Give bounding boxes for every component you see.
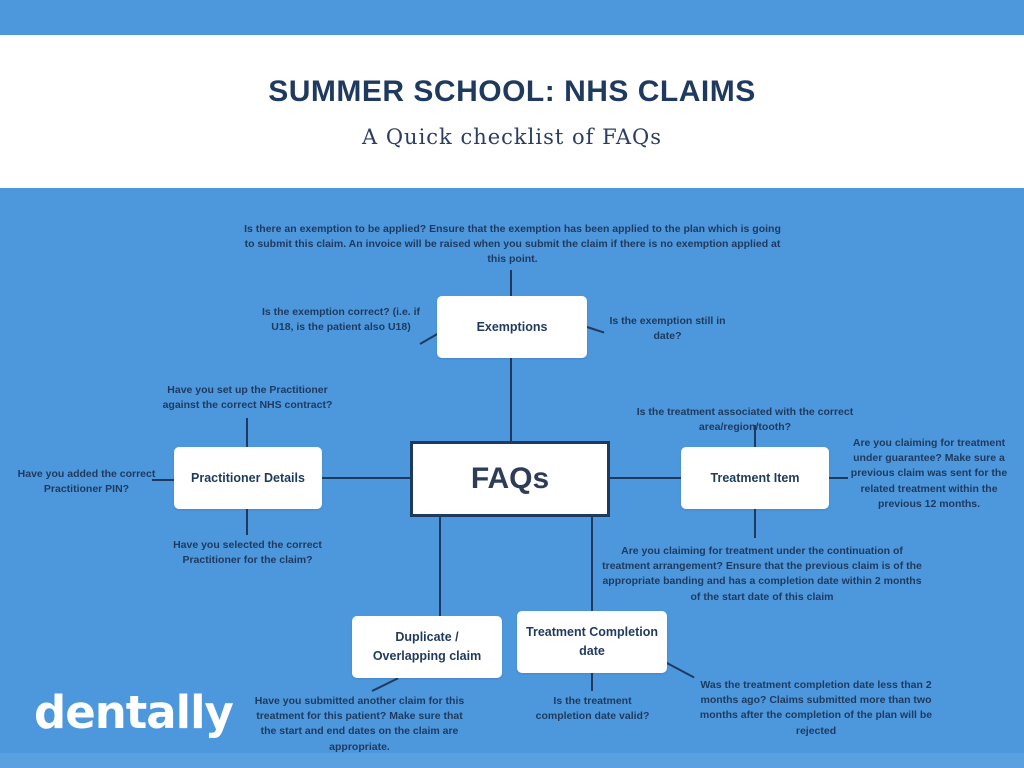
connector-duplicate-submitted: [371, 677, 399, 692]
page-title: SUMMER SCHOOL: NHS CLAIMS: [268, 74, 756, 108]
annotation-exemption-in-date: Is the exemption still in date?: [609, 315, 726, 343]
connector-faqs-practitioner: [322, 477, 410, 479]
connector-faqs-treatment-item: [610, 477, 681, 479]
annotation-practitioner-selected: Have you selected the correct Practition…: [173, 539, 322, 567]
annotation-completion-two-months: Was the treatment completion date less t…: [699, 679, 933, 737]
annotation-practitioner-pin: Have you added the correct Practitioner …: [17, 468, 156, 496]
annotation-treatment-guarantee: Are you claiming for treatment under gua…: [850, 437, 1008, 510]
connector-treatment-area: [754, 425, 756, 447]
connector-treatment-guarantee: [829, 477, 848, 479]
footer-strip: [0, 753, 1024, 768]
connector-faqs-completion: [591, 517, 593, 611]
node-practitioner-details: Practitioner Details: [174, 447, 322, 509]
header-banner: SUMMER SCHOOL: NHS CLAIMS A Quick checkl…: [0, 35, 1024, 188]
node-treatment-item: Treatment Item: [681, 447, 829, 509]
node-faqs: FAQs: [410, 441, 610, 517]
connector-faqs-duplicate: [439, 517, 441, 616]
annotation-treatment-continuation: Are you claiming for treatment under the…: [602, 545, 922, 603]
annotation-treatment-area: Is the treatment associated with the cor…: [636, 406, 854, 434]
connector-exemptions-applied: [510, 270, 512, 296]
annotation-practitioner-contract: Have you set up the Practitioner against…: [162, 384, 333, 412]
connector-treatment-continuation: [754, 509, 756, 538]
annotation-completion-valid: Is the treatment completion date valid?: [535, 695, 650, 723]
connector-faqs-exemptions: [510, 358, 512, 441]
dentally-logo: dentally: [34, 686, 234, 739]
connector-practitioner-pin: [152, 479, 174, 481]
connector-completion-valid: [591, 673, 593, 691]
annotation-exemption-applied: Is there an exemption to be applied? Ens…: [244, 223, 781, 266]
node-exemptions: Exemptions: [437, 296, 587, 358]
node-treatment-completion: Treatment Completion date: [517, 611, 667, 673]
connector-completion-twomonths: [664, 661, 695, 679]
annotation-duplicate-submitted: Have you submitted another claim for thi…: [254, 695, 465, 753]
connector-practitioner-contract: [246, 418, 248, 447]
connector-practitioner-selected: [246, 509, 248, 535]
annotation-exemption-correct: Is the exemption correct? (i.e. if U18, …: [261, 306, 421, 334]
node-duplicate-overlapping: Duplicate / Overlapping claim: [352, 616, 502, 678]
page-subtitle: A Quick checklist of FAQs: [362, 124, 662, 149]
